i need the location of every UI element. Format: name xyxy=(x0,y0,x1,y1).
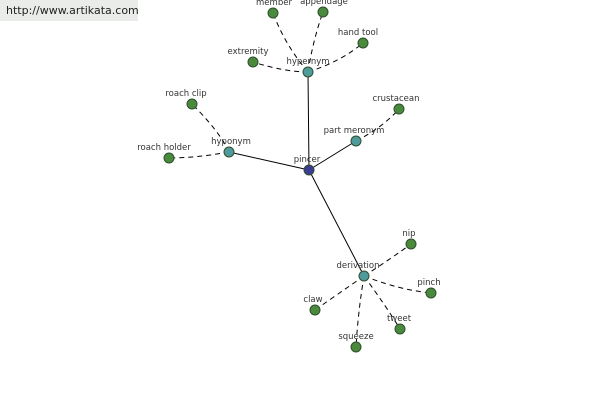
label-derivation: derivation xyxy=(336,261,379,271)
label-hyponym: hyponym xyxy=(211,137,251,147)
graph-labels: pincer hypernym member appendage hand tool ex… xyxy=(137,0,440,342)
label-pinch: pinch xyxy=(417,278,440,288)
artikata-url-link[interactable]: http://www.artikata.com xyxy=(0,0,138,21)
label-extremity: extremity xyxy=(228,47,269,57)
edge-derivation-pinch xyxy=(363,275,432,294)
label-roach-holder: roach holder xyxy=(137,143,191,153)
node-roach-holder[interactable] xyxy=(163,152,175,164)
node-squeeze[interactable] xyxy=(350,341,362,353)
edge-pincer-hyponym xyxy=(228,151,310,171)
label-squeeze: squeeze xyxy=(338,332,373,342)
edge-pincer-derivation xyxy=(308,169,365,277)
node-hand-tool[interactable] xyxy=(357,37,369,49)
edge-pincer-hypernym xyxy=(307,71,310,171)
node-claw[interactable] xyxy=(309,304,321,316)
node-crustacean[interactable] xyxy=(393,103,405,115)
label-hand-tool: hand tool xyxy=(338,28,378,38)
edge-part-meronym-crustacean xyxy=(355,108,400,142)
node-part-meronym[interactable] xyxy=(350,135,362,147)
node-tweet[interactable] xyxy=(394,323,406,335)
label-nip: nip xyxy=(402,229,415,239)
node-derivation[interactable] xyxy=(358,270,370,282)
edge-pincer-part-meronym xyxy=(308,140,357,171)
node-member[interactable] xyxy=(267,7,279,19)
label-member: member xyxy=(256,0,292,8)
label-part-meronym: part meronym xyxy=(324,126,385,136)
label-tweet: tweet xyxy=(387,314,412,324)
label-crustacean: crustacean xyxy=(372,94,419,104)
edge-derivation-squeeze xyxy=(355,275,365,348)
label-appendage: appendage xyxy=(300,0,348,7)
node-pincer[interactable] xyxy=(303,164,315,176)
label-roach-clip: roach clip xyxy=(165,89,206,99)
node-roach-clip[interactable] xyxy=(186,98,198,110)
edge-derivation-nip xyxy=(363,243,412,277)
node-extremity[interactable] xyxy=(247,56,259,68)
node-appendage[interactable] xyxy=(317,6,329,18)
node-hypernym[interactable] xyxy=(302,66,314,78)
label-claw: claw xyxy=(303,295,322,305)
node-pinch[interactable] xyxy=(425,287,437,299)
label-hypernym: hypernym xyxy=(286,57,329,67)
label-pincer: pincer xyxy=(294,155,321,165)
node-nip[interactable] xyxy=(405,238,417,250)
graph-nodes xyxy=(163,6,437,353)
node-hyponym[interactable] xyxy=(223,146,235,158)
